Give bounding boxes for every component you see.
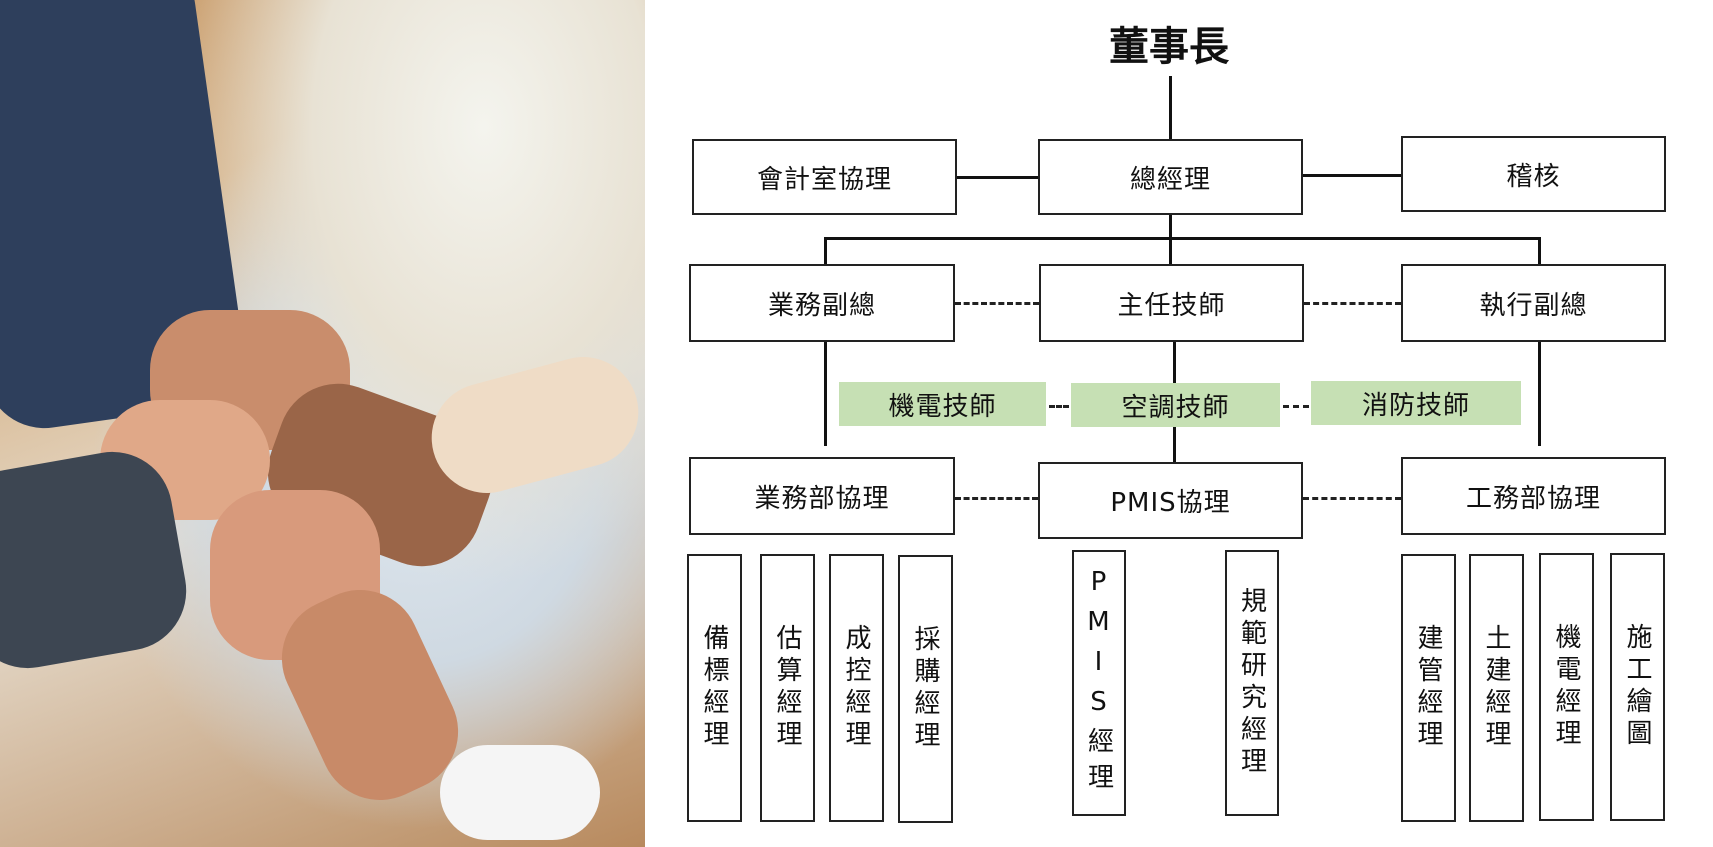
staff-box: 建管經理 — [1401, 554, 1456, 822]
staff-box: 採購經理 — [898, 555, 953, 823]
connector-line — [1538, 237, 1541, 264]
sweater-sleeve — [419, 344, 645, 506]
staff-box: 規範研究經理 — [1225, 550, 1279, 816]
audit-box: 稽核 — [1401, 136, 1666, 212]
chief-engineer-box: 主任技師 — [1039, 264, 1304, 342]
teamwork-photo — [0, 0, 645, 847]
connector-line — [824, 342, 827, 446]
hvac-engineer-box: 空調技師 — [1071, 383, 1280, 427]
connector-line — [824, 237, 1541, 240]
dashed-connector — [1283, 405, 1309, 408]
staff-box: PMIS經理 — [1072, 550, 1126, 816]
staff-box: 成控經理 — [829, 554, 884, 822]
dashed-connector — [955, 497, 1038, 500]
connector-line — [1169, 76, 1172, 139]
fire-engineer-box: 消防技師 — [1311, 381, 1521, 425]
dashed-connector — [1304, 302, 1401, 305]
staff-box: 施工繪圖 — [1610, 553, 1665, 821]
sales-vp-box: 業務副總 — [689, 264, 955, 342]
shirt-cuff — [440, 745, 600, 840]
dashed-connector — [1303, 497, 1401, 500]
general-manager-box: 總經理 — [1038, 139, 1303, 215]
accounting-box: 會計室協理 — [692, 139, 957, 215]
connector-line — [957, 176, 1038, 179]
dashed-connector — [1049, 405, 1069, 408]
staff-box: 土建經理 — [1469, 554, 1524, 822]
connector-line — [824, 237, 827, 264]
staff-box: 備標經理 — [687, 554, 742, 822]
staff-box: 估算經理 — [760, 554, 815, 822]
staff-box: 機電經理 — [1539, 553, 1594, 821]
executive-vp-box: 執行副總 — [1401, 264, 1666, 342]
chairman-title: 董事長 — [1109, 24, 1229, 70]
sales-dept-box: 業務部協理 — [689, 457, 955, 535]
dashed-connector — [955, 302, 1039, 305]
works-dept-box: 工務部協理 — [1401, 457, 1666, 535]
connector-line — [1538, 342, 1541, 446]
mep-engineer-box: 機電技師 — [839, 382, 1046, 426]
connector-line — [1303, 174, 1401, 177]
pmis-box: PMIS協理 — [1038, 462, 1303, 539]
